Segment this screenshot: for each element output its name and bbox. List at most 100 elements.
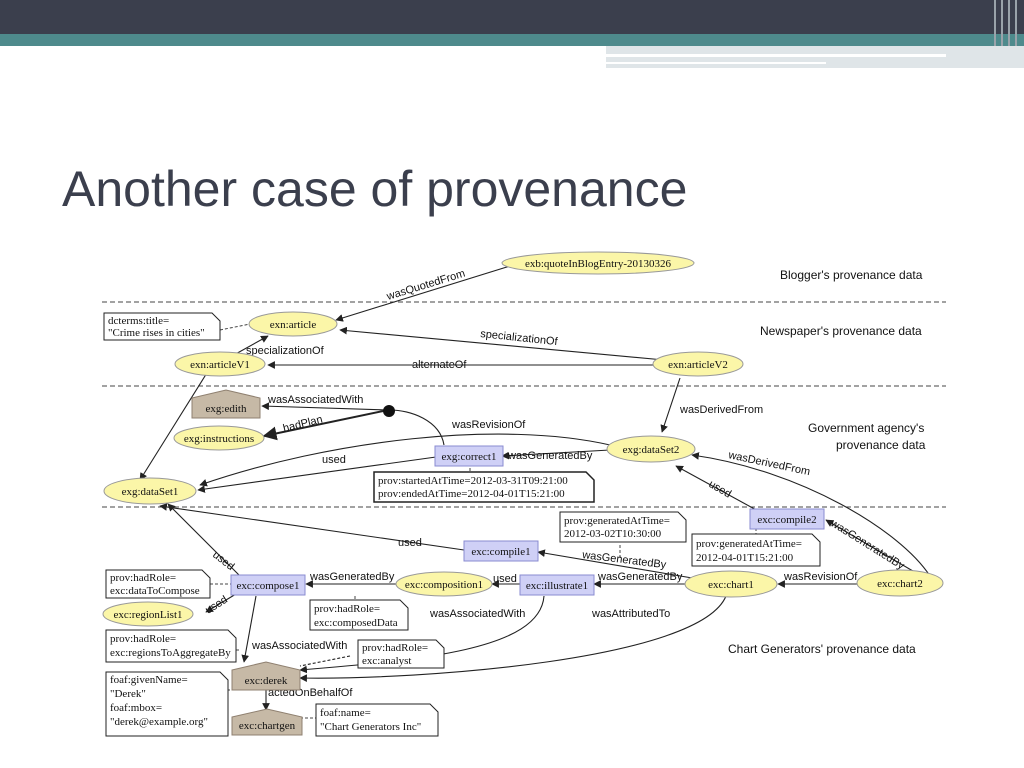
note-line: "Crime rises in cities" (108, 327, 205, 339)
entity-articleV1: exn:articleV1 (174, 351, 266, 377)
entity-label: exn:articleV2 (668, 359, 728, 371)
edge-label: wasAssociatedWith (267, 394, 363, 406)
entity-label: exc:regionList1 (113, 609, 182, 621)
note-line: "derek@example.org" (110, 716, 208, 728)
activity-label: exg:correct1 (442, 451, 497, 463)
edge-label: wasRevisionOf (783, 571, 858, 583)
edge-label: specializationOf (246, 345, 325, 357)
edge-label: wasAssociatedWith (429, 608, 525, 620)
activity-correct1: exg:correct1 (434, 445, 504, 467)
edge-wasGeneratedBy-compile2 (825, 519, 919, 575)
edge-label: wasGeneratedBy (828, 517, 907, 573)
header-stripe (1015, 0, 1017, 46)
agent-chartgen: exc:chartgen (231, 708, 303, 736)
section-separators (102, 301, 946, 508)
entity-label: exc:chart2 (877, 578, 923, 590)
entity-label: exg:dataSet2 (623, 444, 680, 456)
note-line: foaf:givenName= (110, 674, 188, 686)
note-role-region: prov:hadRole= exc:regionsToAggregateBy (105, 629, 237, 663)
activity-compile1: exc:compile1 (463, 540, 539, 562)
agent-label: exc:chartgen (239, 720, 296, 732)
edge-used-correct (197, 456, 437, 493)
note-line: prov:hadRole= (362, 642, 428, 654)
note-line: exc:analyst (362, 655, 411, 667)
note-role-analyst: prov:hadRole= exc:analyst (357, 639, 445, 669)
edge-wasQuotedFrom (335, 265, 511, 322)
header-accent-bar (0, 34, 1024, 46)
note-line: "Derek" (110, 688, 146, 700)
edges (139, 265, 931, 711)
edge-label: wasQuotedFrom (384, 268, 466, 304)
agent-edith: exg:edith (191, 389, 261, 419)
note-line: prov:endedAtTime=2012-04-01T15:21:00 (378, 488, 565, 500)
note-compile1-time: prov:generatedAtTime= 2012-03-02T10:30:0… (559, 511, 687, 543)
edge-wasGeneratedBy-compile1 (537, 549, 705, 581)
entity-dataSet2: exg:dataSet2 (606, 435, 696, 463)
header-stripe (994, 0, 996, 46)
note-line: foaf:mbox= (110, 702, 162, 714)
activity-label: exc:illustrate1 (526, 580, 588, 592)
header-stripe (606, 54, 946, 57)
note-chartgen: foaf:name= "Chart Generators Inc" (315, 703, 439, 737)
entity-instructions: exg:instructions (173, 425, 265, 451)
edge-label: specializationOf (480, 328, 559, 348)
entity-chart2: exc:chart2 (856, 569, 944, 597)
note-line: "Chart Generators Inc" (320, 721, 421, 733)
edge-wasAssociatedWith-derek (241, 595, 257, 663)
note-line: 2012-03-02T10:30:00 (564, 528, 662, 540)
entity-label: exn:article (270, 319, 317, 331)
edge-label: wasGeneratedBy (309, 571, 395, 583)
activity-compose1: exc:compose1 (230, 574, 306, 596)
note-role-composed: prov:hadRole= exc:composedData (309, 599, 409, 631)
edge-label: wasGeneratedBy (581, 549, 668, 571)
note-line: prov:startedAtTime=2012-03-31T09:21:00 (378, 475, 568, 487)
note-title: dcterms:title= "Crime rises in cities" (103, 312, 221, 341)
edge-used-compose-ds1 (167, 503, 241, 577)
note-line: prov:hadRole= (110, 572, 176, 584)
edge-label: hadPlan (282, 413, 324, 434)
entity-quote: exb:quoteInBlogEntry-20130326 (501, 251, 695, 275)
entity-articleV2: exn:articleV2 (652, 351, 744, 377)
activity-compile2: exc:compile2 (749, 508, 825, 530)
note-line: prov:hadRole= (110, 633, 176, 645)
edge-label: wasDerivedFrom (679, 404, 763, 416)
slide-title: Another case of provenance (62, 161, 688, 217)
edge-wasDerivedFrom-chart (691, 452, 931, 577)
entity-label: exg:dataSet1 (122, 486, 179, 498)
activity-illustrate1: exc:illustrate1 (519, 574, 595, 596)
note-derek: foaf:givenName= "Derek" foaf:mbox= "dere… (105, 671, 229, 737)
note-line: exc:composedData (314, 617, 398, 629)
header-bar (0, 0, 1024, 34)
edge-wasAssociatedWith-illustrate (299, 595, 545, 674)
edge-wasRevisionOf (199, 433, 611, 487)
note-correct-times: prov:startedAtTime=2012-03-31T09:21:00 p… (373, 471, 595, 503)
entity-article: exn:article (248, 311, 338, 337)
header-stripe (1008, 0, 1010, 46)
entity-label: exn:articleV1 (190, 359, 250, 371)
edge-label: wasDerivedFrom (726, 449, 811, 478)
entity-label: exc:chart1 (708, 579, 754, 591)
edge-label: used (398, 537, 422, 549)
note-line: exc:dataToCompose (110, 585, 200, 597)
edge-articleV1-dataSet1 (139, 367, 211, 481)
note-line: exc:regionsToAggregateBy (110, 647, 231, 659)
edge-correct-association (389, 409, 445, 446)
edge-used-compile2 (675, 465, 761, 513)
note-line: prov:hadRole= (314, 603, 380, 615)
edge-hadPlan (262, 409, 389, 441)
edge-label: wasGeneratedBy (507, 450, 593, 462)
note-line: prov:generatedAtTime= (564, 515, 670, 527)
edge-label: used (707, 478, 734, 500)
activity-label: exc:compose1 (237, 580, 300, 592)
entity-label: exb:quoteInBlogEntry-20130326 (525, 258, 672, 270)
section-label-chartgen: Chart Generators' provenance data (728, 642, 916, 656)
entity-label: exg:instructions (184, 433, 254, 445)
activity-label: exc:compile1 (471, 546, 530, 558)
edge-wasDerivedFrom (660, 377, 681, 433)
edge-label: wasRevisionOf (451, 419, 526, 431)
edge-wasAssociatedWith-edith (261, 402, 389, 411)
edge-label: used (493, 573, 517, 585)
note-line: foaf:name= (320, 707, 371, 719)
edge-wasAttributedTo (299, 595, 727, 682)
agent-label: exg:edith (206, 403, 247, 415)
